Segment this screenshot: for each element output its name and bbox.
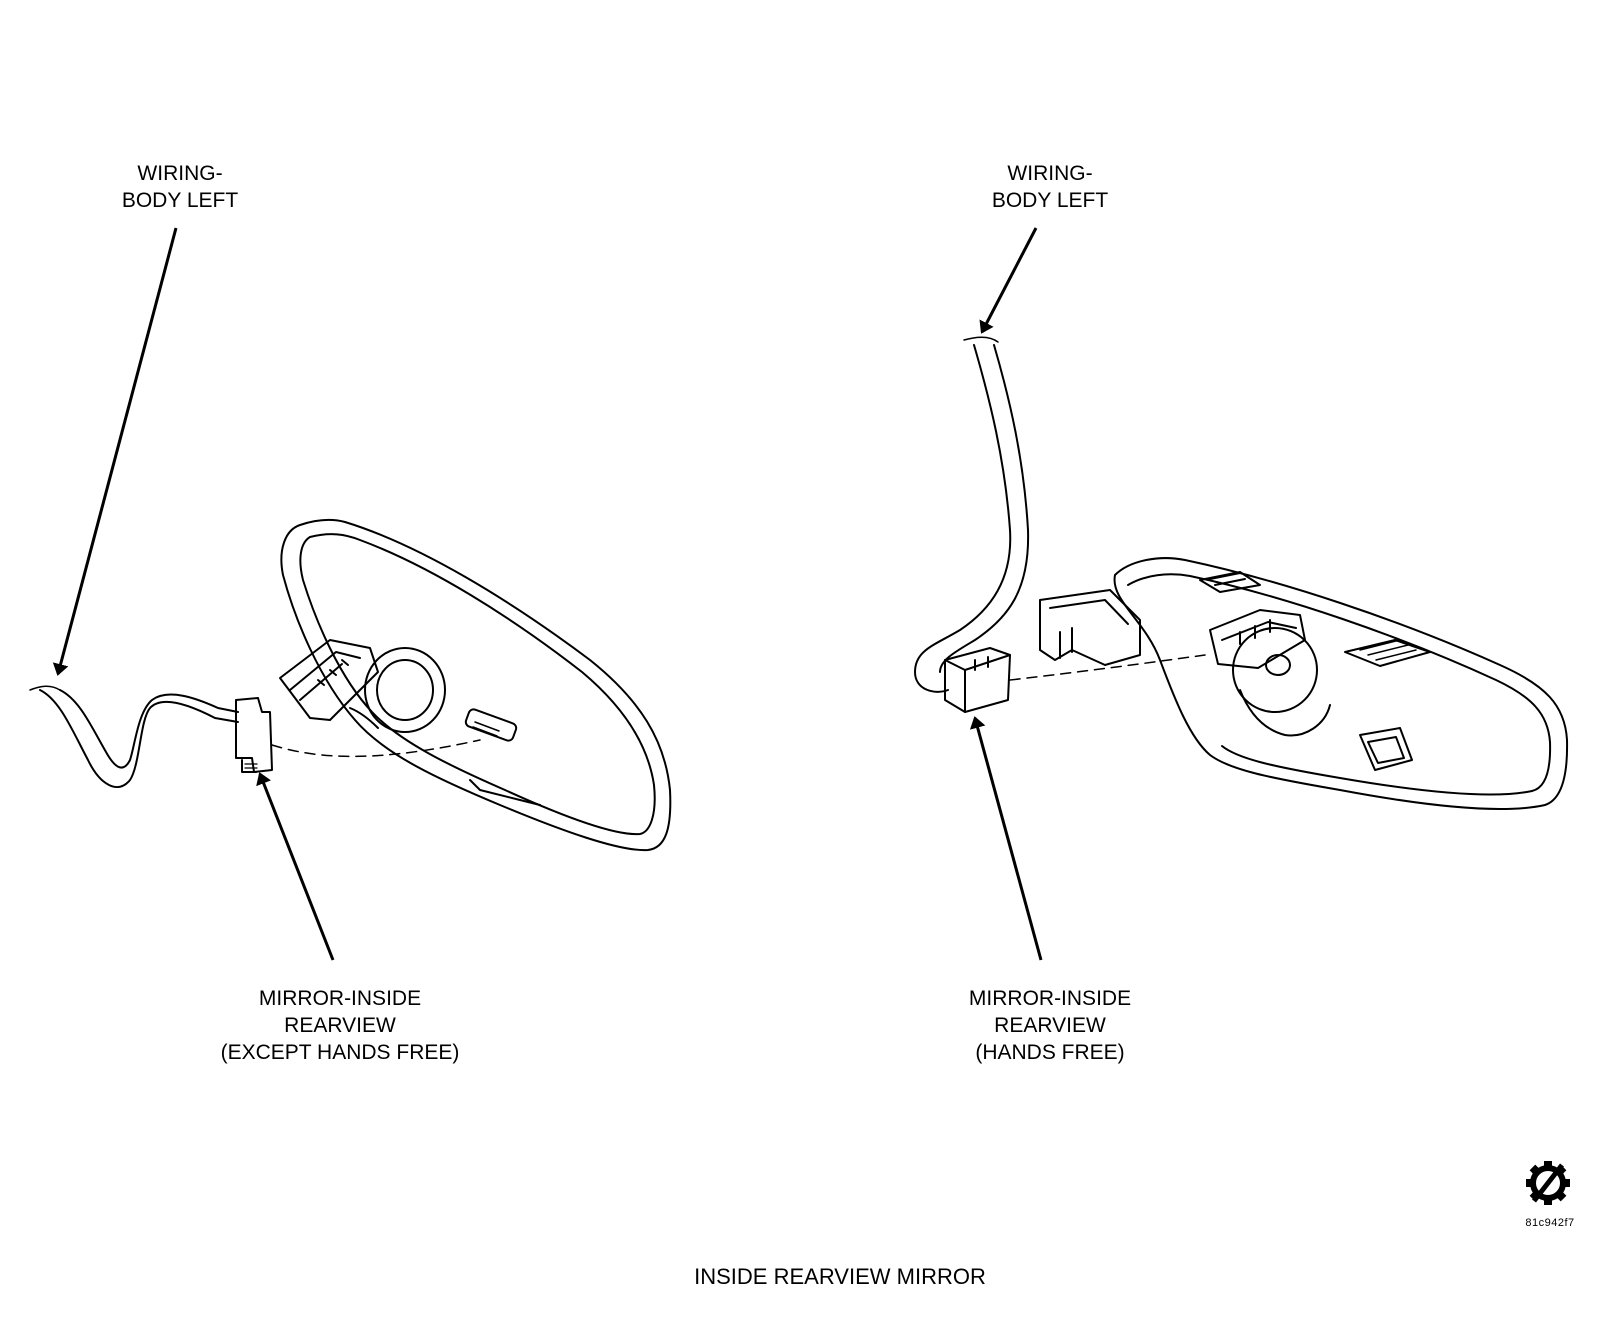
label-wiring-body-left-right: WIRING- BODY LEFT bbox=[950, 160, 1150, 214]
label-wiring-body-left-left: WIRING- BODY LEFT bbox=[80, 160, 280, 214]
figure-id: 81c942f7 bbox=[1525, 1217, 1575, 1229]
left-connector bbox=[235, 697, 273, 773]
left-mount-bracket bbox=[279, 639, 379, 721]
right-mirror-housing bbox=[1113, 557, 1569, 811]
left-mirror-assembly bbox=[29, 518, 672, 852]
label-line: WIRING- bbox=[1007, 162, 1093, 185]
label-line: REARVIEW bbox=[284, 1014, 396, 1037]
label-line: BODY LEFT bbox=[991, 189, 1109, 212]
left-wiring-harness bbox=[39, 689, 239, 789]
diagram-caption: INSIDE REARVIEW MIRROR bbox=[694, 1264, 986, 1289]
left-dashed-route bbox=[271, 739, 481, 758]
left-mirror-housing bbox=[280, 518, 672, 852]
left-wiring-leader bbox=[52, 227, 178, 676]
right-side-grille bbox=[1344, 639, 1431, 667]
label-mirror-except-hands-free: MIRROR-INSIDE REARVIEW (EXCEPT HANDS FRE… bbox=[190, 985, 490, 1066]
label-line: (HANDS FREE) bbox=[975, 1041, 1125, 1064]
right-connector bbox=[944, 647, 1011, 713]
right-mount-ring bbox=[1232, 627, 1318, 713]
right-dashed-route bbox=[1009, 654, 1206, 681]
right-mirror-button bbox=[1359, 727, 1413, 771]
label-line: BODY LEFT bbox=[121, 189, 239, 212]
left-mirror-button bbox=[464, 708, 518, 742]
label-line: (EXCEPT HANDS FREE) bbox=[220, 1041, 460, 1064]
right-mirror-leader bbox=[969, 716, 1043, 961]
service-symbol-icon bbox=[1526, 1161, 1570, 1205]
left-mirror-lens-edge bbox=[299, 533, 656, 836]
label-line: MIRROR-INSIDE bbox=[258, 987, 422, 1010]
label-line: WIRING- bbox=[137, 162, 223, 185]
right-mount-bracket bbox=[1209, 609, 1306, 669]
label-line: REARVIEW bbox=[994, 1014, 1106, 1037]
left-mount-ball bbox=[364, 647, 446, 733]
right-wiring-harness bbox=[914, 344, 1012, 693]
right-open-cover bbox=[1039, 589, 1141, 666]
label-mirror-hands-free: MIRROR-INSIDE REARVIEW (HANDS FREE) bbox=[920, 985, 1180, 1066]
label-line: MIRROR-INSIDE bbox=[968, 987, 1132, 1010]
left-mirror-leader bbox=[256, 772, 335, 961]
right-mirror-assembly bbox=[914, 336, 1569, 811]
right-wiring-leader bbox=[979, 227, 1038, 334]
